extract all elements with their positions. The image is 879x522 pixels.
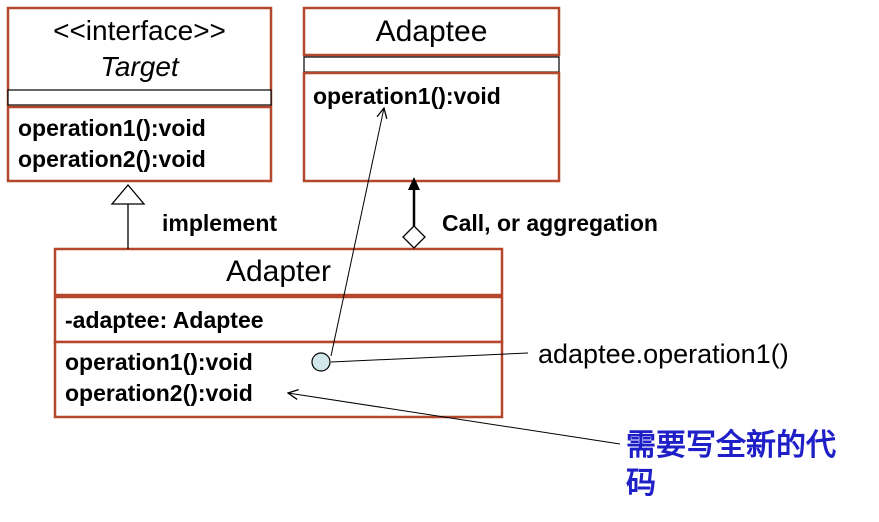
target-method-operation2: operation2():void [18,146,206,172]
target-stereotype: <<interface>> [53,15,226,46]
adaptee-name-compartment [302,6,561,57]
adapter-attributes-compartment [53,295,504,344]
adaptee-methods-compartment [302,71,561,183]
new-code-note-line2: 码 [626,466,656,501]
aggregation-relation: Call, or aggregation [402,177,658,249]
aggregation-diamond-icon [402,225,426,249]
aggregation-arrowhead-icon [408,177,420,190]
target-attributes-compartment [7,89,272,106]
adapter-method-operation2: operation2():void [65,380,253,406]
adaptee-attributes-compartment [303,56,560,73]
target-class-box: <<interface>> Target operation1():void o… [6,6,273,183]
new-code-note: 需要写全新的代 码 [288,393,836,501]
adaptee-class-name: Adaptee [376,15,488,48]
implement-label: implement [162,210,277,236]
adapter-methods-compartment [53,340,504,419]
new-code-note-line1: 需要写全新的代 [626,428,836,463]
adapter-method-operation1: operation1():void [65,349,253,375]
adapter-class-box: Adapter -adaptee: Adaptee operation1():v… [53,247,504,419]
adapter-class-name: Adapter [226,255,331,288]
adaptee-class-box: Adaptee operation1():void [302,6,561,183]
aggregation-label: Call, or aggregation [442,210,658,236]
note-anchor-circle-icon [311,352,331,372]
target-method-operation1: operation1():void [18,115,206,141]
adapter-attribute-adaptee: -adaptee: Adaptee [65,307,264,333]
implement-relation: implement [110,183,277,249]
call-expression-text: adaptee.operation1() [538,339,789,369]
call-expression-note: adaptee.operation1() [311,339,789,372]
realization-triangle-icon [110,183,146,205]
call-link [330,108,384,357]
adapter-name-compartment [53,247,504,297]
adaptee-method-operation1: operation1():void [313,83,501,109]
target-class-name: Target [100,51,180,82]
